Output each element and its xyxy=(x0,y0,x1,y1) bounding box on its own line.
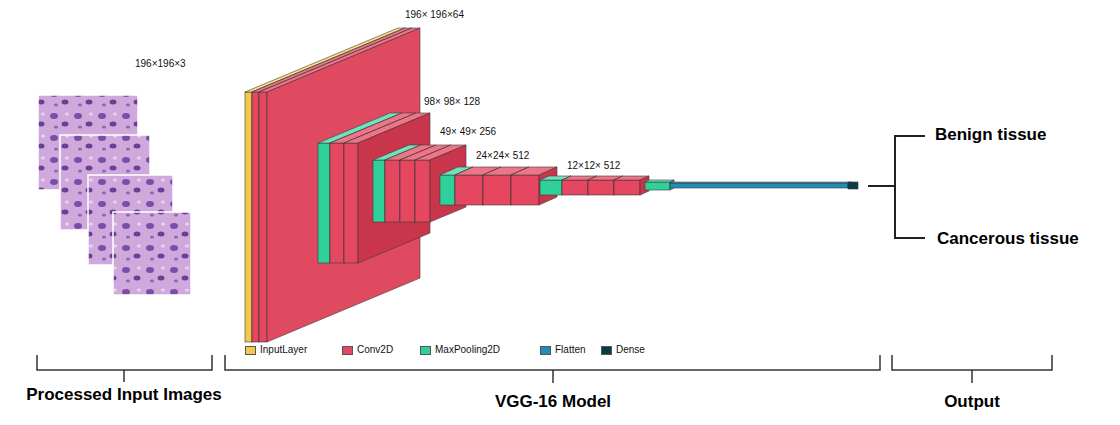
legend-swatch xyxy=(601,346,612,355)
legend-text: Dense xyxy=(616,344,645,355)
legend-swatch xyxy=(245,346,256,355)
input-images xyxy=(38,95,191,295)
layer-blocks xyxy=(245,28,858,342)
section-title: Output xyxy=(944,392,1000,412)
legend-text: Conv2D xyxy=(357,344,393,355)
legend-text: Flatten xyxy=(555,344,586,355)
shape-dimension: 24×24× 512 xyxy=(476,150,529,161)
shape-dimension: 49× 49× 256 xyxy=(440,126,496,137)
output-bracket xyxy=(868,136,925,238)
legend-text: InputLayer xyxy=(260,344,307,355)
section-title: VGG-16 Model xyxy=(495,392,611,412)
section-brackets xyxy=(37,355,1052,383)
legend-swatch xyxy=(540,346,551,355)
class-label: Cancerous tissue xyxy=(937,229,1079,249)
section-title: Processed Input Images xyxy=(26,385,222,405)
legend-text: MaxPooling2D xyxy=(435,344,500,355)
class-label: Benign tissue xyxy=(935,125,1046,145)
legend-swatch xyxy=(342,346,353,355)
shape-dimension: 196×196×3 xyxy=(135,58,186,69)
shape-dimension: 196× 196×64 xyxy=(405,9,464,20)
legend-swatch xyxy=(420,346,431,355)
shape-dimension: 98× 98× 128 xyxy=(424,96,480,107)
shape-dimension: 12×12× 512 xyxy=(567,160,620,171)
